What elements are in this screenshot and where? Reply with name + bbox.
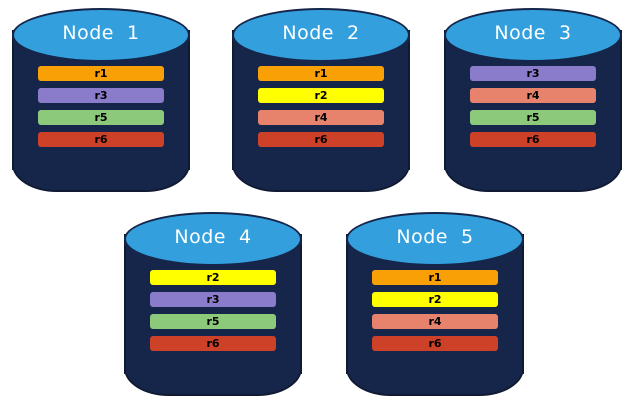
replica-bar-r5[interactable]: r5 — [470, 110, 596, 125]
replica-bar-r4[interactable]: r4 — [372, 314, 498, 329]
cylinder-top-ellipse — [232, 8, 410, 62]
replica-list: r1 r2 r4 r6 — [372, 270, 498, 351]
node-cylinder-1[interactable]: Node 1 r1 r3 r5 r6 — [12, 8, 190, 192]
node-cylinder-5[interactable]: Node 5 r1 r2 r4 r6 — [346, 212, 524, 396]
replica-bar-r5[interactable]: r5 — [38, 110, 164, 125]
node-cylinder-4[interactable]: Node 4 r2 r3 r5 r6 — [124, 212, 302, 396]
replica-bar-r2[interactable]: r2 — [372, 292, 498, 307]
replica-bar-r6[interactable]: r6 — [258, 132, 384, 147]
replica-bar-r3[interactable]: r3 — [150, 292, 276, 307]
node-label: Node 3 — [494, 22, 572, 44]
replica-list: r1 r3 r5 r6 — [38, 66, 164, 147]
node-label: Node 2 — [282, 22, 360, 44]
replica-bar-r6[interactable]: r6 — [150, 336, 276, 351]
replica-bar-r2[interactable]: r2 — [150, 270, 276, 285]
replica-list: r2 r3 r5 r6 — [150, 270, 276, 351]
replica-bar-r6[interactable]: r6 — [470, 132, 596, 147]
replica-bar-r3[interactable]: r3 — [38, 88, 164, 103]
replica-bar-r5[interactable]: r5 — [150, 314, 276, 329]
replica-bar-r4[interactable]: r4 — [258, 110, 384, 125]
node-label: Node 1 — [62, 22, 140, 44]
replica-bar-r2[interactable]: r2 — [258, 88, 384, 103]
replica-bar-r3[interactable]: r3 — [470, 66, 596, 81]
cylinder-top-ellipse — [12, 8, 190, 62]
cylinder-top-ellipse — [346, 212, 524, 266]
replica-bar-r1[interactable]: r1 — [372, 270, 498, 285]
node-label: Node 5 — [396, 226, 474, 248]
cylinder-top-ellipse — [444, 8, 622, 62]
node-cylinder-3[interactable]: Node 3 r3 r4 r5 r6 — [444, 8, 622, 192]
replica-bar-r1[interactable]: r1 — [258, 66, 384, 81]
replica-bar-r6[interactable]: r6 — [372, 336, 498, 351]
replica-bar-r6[interactable]: r6 — [38, 132, 164, 147]
replica-bar-r1[interactable]: r1 — [38, 66, 164, 81]
replica-list: r1 r2 r4 r6 — [258, 66, 384, 147]
node-cylinder-2[interactable]: Node 2 r1 r2 r4 r6 — [232, 8, 410, 192]
replica-list: r3 r4 r5 r6 — [470, 66, 596, 147]
cylinder-top-ellipse — [124, 212, 302, 266]
node-label: Node 4 — [174, 226, 252, 248]
replica-bar-r4[interactable]: r4 — [470, 88, 596, 103]
